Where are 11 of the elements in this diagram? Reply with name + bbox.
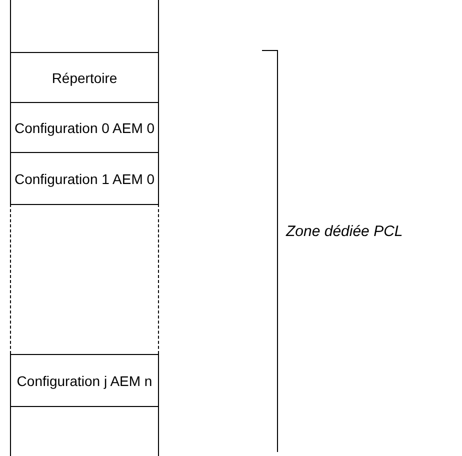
cell-label: Configuration 0 AEM 0 (14, 120, 155, 136)
cell-label: Configuration 1 AEM 0 (14, 170, 155, 186)
zone-label: Zone dédiée PCL (286, 223, 403, 240)
memory-cell (10, 406, 159, 456)
memory-cell (10, 102, 159, 152)
memory-cell (10, 354, 159, 406)
memory-cell (10, 152, 159, 204)
cell-label: Répertoire (52, 70, 118, 86)
cell-label: Configuration j AEM n (16, 372, 152, 388)
memory-gap (10, 204, 159, 354)
memory-cell (10, 52, 159, 102)
